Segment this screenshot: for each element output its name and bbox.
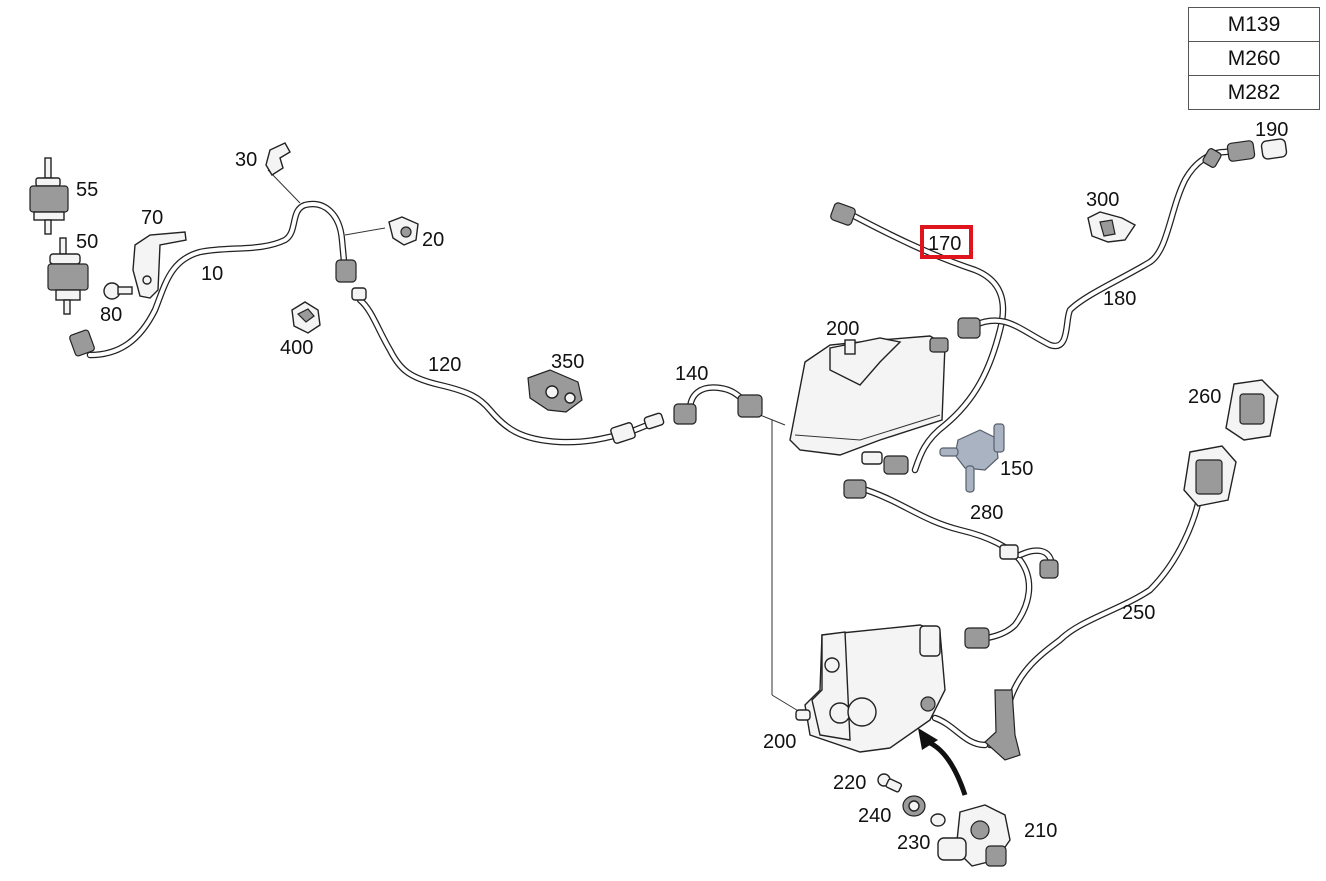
highlight-box xyxy=(920,225,973,259)
part-240-grommet[interactable] xyxy=(902,795,926,817)
callout-170: 170 xyxy=(928,233,961,255)
hose-10[interactable] xyxy=(86,200,349,359)
callout-150: 150 xyxy=(1000,458,1033,480)
callout-50: 50 xyxy=(76,231,98,253)
part-350-holder[interactable] xyxy=(527,369,583,413)
part-170-connector-top[interactable] xyxy=(830,202,857,226)
model-cell: M139 xyxy=(1188,7,1320,42)
part-260-sensor[interactable] xyxy=(1225,379,1279,441)
part-280-connector-top[interactable] xyxy=(843,479,867,499)
callout-180: 180 xyxy=(1103,288,1136,310)
part-250-sensor[interactable] xyxy=(1183,445,1237,507)
model-table: M139 M260 M282 xyxy=(1188,7,1320,110)
callout-20: 20 xyxy=(422,229,444,251)
callout-400: 400 xyxy=(280,337,313,359)
model-cell: M282 xyxy=(1188,75,1320,110)
callout-250: 250 xyxy=(1122,602,1155,624)
callout-200-bottom: 200 xyxy=(763,731,796,753)
part-190-connector[interactable] xyxy=(1202,138,1288,168)
callout-55: 55 xyxy=(76,179,98,201)
part-140-connector-left[interactable] xyxy=(673,403,697,425)
callout-10: 10 xyxy=(201,263,223,285)
part-230-sleeve[interactable] xyxy=(930,813,946,827)
part-170-connector-bottom[interactable] xyxy=(861,451,909,475)
curved-arrow-up-left-icon xyxy=(918,728,968,796)
callout-210: 210 xyxy=(1024,820,1057,842)
callout-350: 350 xyxy=(551,351,584,373)
hose-280[interactable] xyxy=(856,484,1056,644)
part-250-bracket[interactable] xyxy=(984,689,1021,761)
part-20-clip[interactable] xyxy=(388,216,419,246)
part-220-bolt[interactable] xyxy=(877,773,903,793)
callout-120: 120 xyxy=(428,354,461,376)
part-70-bracket[interactable] xyxy=(132,231,187,299)
part-30-clip[interactable] xyxy=(265,142,291,176)
part-10-connector[interactable] xyxy=(69,329,95,357)
part-150-valve[interactable] xyxy=(939,423,1005,493)
callout-140: 140 xyxy=(675,363,708,385)
part-10-end-connector[interactable] xyxy=(335,259,367,301)
part-280-connector-mid[interactable] xyxy=(999,544,1059,579)
callout-280: 280 xyxy=(970,502,1003,524)
part-50-filter[interactable] xyxy=(47,237,89,315)
hose-120[interactable] xyxy=(356,296,664,446)
part-200-canister-top[interactable] xyxy=(789,335,949,456)
part-400-clip[interactable] xyxy=(291,301,321,334)
callout-70: 70 xyxy=(141,207,163,229)
callout-260: 260 xyxy=(1188,386,1221,408)
part-120-connector[interactable] xyxy=(610,412,665,444)
part-80-bolt[interactable] xyxy=(103,282,133,300)
part-180-connector[interactable] xyxy=(957,317,981,339)
callout-190: 190 xyxy=(1255,119,1288,141)
callout-200-top: 200 xyxy=(826,318,859,340)
callout-80: 80 xyxy=(100,304,122,326)
hose-180[interactable] xyxy=(971,146,1249,350)
callout-240: 240 xyxy=(858,805,891,827)
callout-30: 30 xyxy=(235,149,257,171)
callout-300: 300 xyxy=(1086,189,1119,211)
part-300-clip[interactable] xyxy=(1087,211,1137,243)
part-140-connector-right[interactable] xyxy=(737,394,763,418)
callout-230: 230 xyxy=(897,832,930,854)
part-210-valve[interactable] xyxy=(937,804,1011,867)
part-200-canister-bottom[interactable] xyxy=(795,624,946,753)
callout-220: 220 xyxy=(833,772,866,794)
part-55-filter[interactable] xyxy=(29,157,69,235)
part-280-connector-bottom[interactable] xyxy=(964,627,990,649)
model-cell: M260 xyxy=(1188,41,1320,76)
